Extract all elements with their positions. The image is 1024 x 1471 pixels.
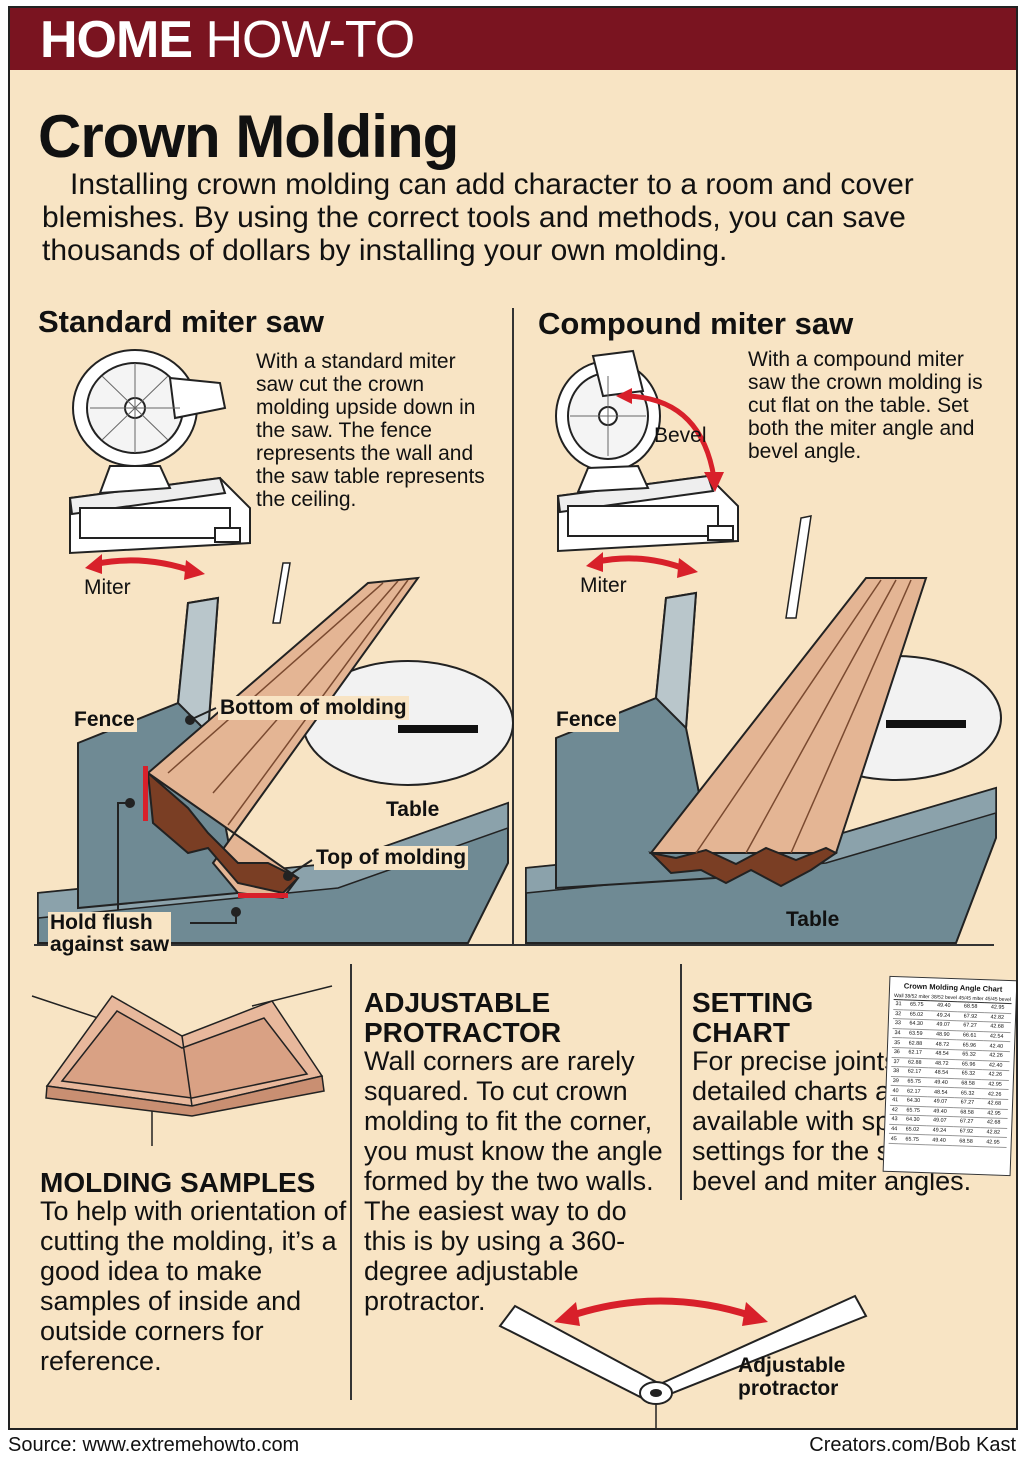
divider-vertical-top <box>512 308 514 944</box>
hold-flush-line-2: against saw <box>50 933 170 956</box>
setting-chart-text-top: For precise joints, detailed charts are … <box>692 1046 972 1196</box>
angle-chart-cell: 39 <box>890 1076 902 1087</box>
footer-credit: Creators.com/Bob Kast <box>809 1434 1016 1456</box>
angle-chart-cell: 36 <box>891 1047 903 1058</box>
intro-paragraph: Installing crown molding can add charact… <box>42 168 914 267</box>
angle-chart-cell: 35 <box>891 1037 903 1048</box>
hold-flush-line-1: Hold flush <box>50 911 153 934</box>
top-of-molding-label: Top of molding <box>314 846 469 870</box>
bevel-label: Bevel <box>654 424 707 447</box>
divider-vertical-bottom-1 <box>350 964 352 1400</box>
protractor-heading-line-2: PROTRACTOR <box>364 1017 562 1048</box>
protractor-label-line-1: Adjustable <box>738 1354 846 1377</box>
standard-saw-heading: Standard miter saw <box>38 304 324 339</box>
page-title: Crown Molding <box>38 103 459 170</box>
angle-chart-title: Crown Molding Angle Chart <box>903 981 1003 994</box>
angle-chart-cell: 44 <box>888 1124 900 1135</box>
angle-chart-cell: 37 <box>891 1057 902 1067</box>
bottom-of-molding-label: Bottom of molding <box>218 696 409 720</box>
compound-miter-arrow <box>586 552 698 578</box>
hold-flush-label: Hold flush against saw <box>48 911 172 956</box>
standard-table-label: Table <box>386 798 440 821</box>
angle-chart-cell: 31 <box>893 999 904 1010</box>
angle-chart-cell: 65.75 <box>898 1134 926 1145</box>
angle-chart-cell: 32 <box>892 1009 904 1020</box>
compound-saw-heading: Compound miter saw <box>538 306 854 341</box>
banner-bold: HOME <box>40 11 193 69</box>
compound-table-label: Table <box>786 908 840 931</box>
compound-miter-label: Miter <box>580 574 627 597</box>
footer-source: Source: www.extremehowto.com <box>8 1434 300 1456</box>
protractor-label: Adjustable protractor <box>736 1354 847 1400</box>
molding-samples-heading: MOLDING SAMPLES <box>40 1167 316 1198</box>
standard-miter-label: Miter <box>84 576 131 599</box>
bevel-arrow <box>616 388 724 492</box>
infographic-frame: HOME HOW-TO Crown Molding Installing cro… <box>8 6 1018 1430</box>
standard-saw-description: With a standard miter saw cut the crown … <box>256 350 485 511</box>
banner-rest: HOW-TO <box>192 11 415 69</box>
molding-sample-illustration <box>31 985 333 1146</box>
angle-chart-cell: 34 <box>892 1028 903 1039</box>
compound-saw-scene <box>525 515 1002 944</box>
molding-samples-text: To help with orientation of cutting the … <box>40 1196 347 1376</box>
compound-saw-illustration <box>555 349 739 553</box>
angle-chart-cell: 49.40 <box>925 1134 953 1146</box>
angle-chart-cell: 43 <box>889 1114 900 1125</box>
divider-vertical-bottom-2 <box>680 964 682 1200</box>
banner-title: HOME HOW-TO <box>40 11 415 69</box>
angle-chart-cell: 42 <box>889 1104 901 1115</box>
standard-saw-scene <box>37 562 514 944</box>
angle-chart-cell: 40 <box>890 1085 901 1096</box>
angle-chart-cell: 45 <box>888 1133 900 1144</box>
setting-chart-heading-line-1: SETTING <box>692 987 814 1018</box>
protractor-illustration <box>498 1294 868 1428</box>
header-banner: HOME HOW-TO <box>10 8 1016 70</box>
callout-leader-lines <box>117 707 313 924</box>
protractor-heading: ADJUSTABLE PROTRACTOR <box>364 988 561 1048</box>
angle-chart-cell: 41 <box>889 1095 901 1106</box>
angle-chart-cell: 68.58 <box>952 1135 980 1147</box>
setting-chart-heading: SETTING CHART <box>692 988 813 1048</box>
angle-chart-cell: 42.95 <box>979 1136 1007 1148</box>
angle-chart-cell: 33 <box>892 1018 904 1029</box>
protractor-label-line-2: protractor <box>738 1377 839 1400</box>
standard-saw-illustration <box>68 349 251 555</box>
compound-saw-description: With a compound miter saw the crown mold… <box>748 348 983 463</box>
angle-chart-cell: 38 <box>890 1066 902 1077</box>
angle-chart-header-0: Wall <box>893 992 904 1000</box>
standard-fence-label: Fence <box>72 708 137 732</box>
standard-miter-arrow <box>85 554 205 580</box>
divider-horizontal <box>34 944 994 946</box>
protractor-text: Wall corners are rarely squared. To cut … <box>364 1046 663 1316</box>
protractor-heading-line-1: ADJUSTABLE <box>364 987 551 1018</box>
setting-chart-heading-line-2: CHART <box>692 1017 790 1048</box>
compound-fence-label: Fence <box>554 708 619 732</box>
